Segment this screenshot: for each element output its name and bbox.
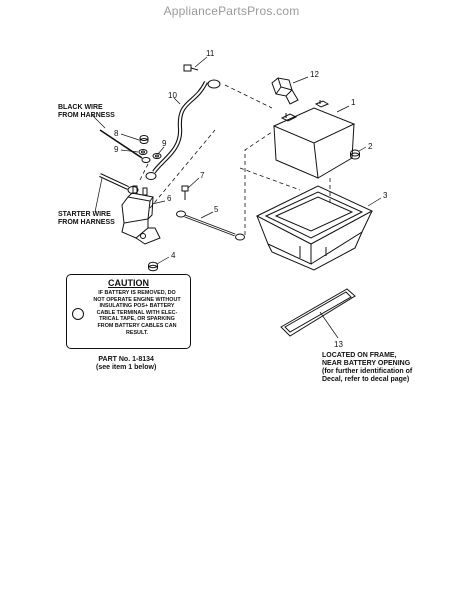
bolt-11 xyxy=(183,64,199,72)
black-wire-label: BLACK WIRE FROM HARNESS xyxy=(58,104,115,119)
callout-8: 8 xyxy=(114,129,119,138)
caution-text: IF BATTERY IS REMOVED, DO NOT OPERATE EN… xyxy=(93,290,181,336)
caution-title: CAUTION xyxy=(108,278,149,288)
starter-solenoid-6 xyxy=(121,185,161,245)
ground-cable-5 xyxy=(176,210,245,241)
watermark: AppliancePartsPros.com xyxy=(163,4,300,18)
callout-3: 3 xyxy=(383,191,388,200)
battery-1 xyxy=(272,100,356,179)
callout-9b: 9 xyxy=(162,139,167,148)
callout-13: 13 xyxy=(334,340,343,349)
caution-decal: CAUTION IF BATTERY IS REMOVED, DO NOT OP… xyxy=(66,274,191,349)
black-wire xyxy=(99,129,151,163)
callout-6: 6 xyxy=(167,194,172,203)
callout-7: 7 xyxy=(200,171,205,180)
callout-12: 12 xyxy=(310,70,319,79)
starter-wire-label: STARTER WIRE FROM HARNESS xyxy=(58,211,115,226)
battery-cable-10 xyxy=(145,79,221,180)
terminal-boot-12 xyxy=(271,77,299,105)
callout-10: 10 xyxy=(168,91,177,100)
nut-2 xyxy=(350,149,360,160)
callout-5: 5 xyxy=(214,205,219,214)
dashed-guides xyxy=(139,84,331,235)
decal-13 xyxy=(280,288,356,337)
callout-1: 1 xyxy=(351,98,356,107)
frame-location-note: LOCATED ON FRAME, NEAR BATTERY OPENING (… xyxy=(322,352,413,383)
starter-wire xyxy=(99,173,139,194)
callout-2: 2 xyxy=(368,142,373,151)
callout-4: 4 xyxy=(171,251,176,260)
leader-lines xyxy=(91,56,382,339)
screw-7 xyxy=(181,185,189,200)
nut-8 xyxy=(139,135,149,144)
callout-11: 11 xyxy=(206,49,215,58)
washer-9b xyxy=(152,153,162,159)
battery-tray-3 xyxy=(255,185,374,271)
part-number-note: PART No. 1-8134 (see item 1 below) xyxy=(96,356,157,371)
nut-4 xyxy=(148,261,158,272)
callout-numbers: 1 2 3 4 5 6 7 8 9 9 10 11 12 13 xyxy=(114,49,388,349)
decal-hole-icon xyxy=(72,308,84,320)
washer-9a xyxy=(138,149,148,155)
callout-9a: 9 xyxy=(114,145,119,154)
